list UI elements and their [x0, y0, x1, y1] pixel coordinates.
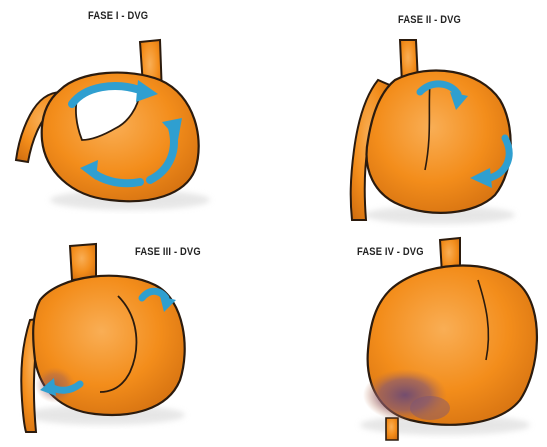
phase-2-stomach-body — [367, 70, 511, 212]
phase-2-stomach — [351, 40, 515, 224]
phase-1-stomach — [16, 40, 210, 210]
phase-4-duodenum — [386, 418, 398, 440]
phase-4-ischemia-core — [410, 396, 450, 420]
phase-3-esophagus — [70, 244, 96, 280]
phase-3-stomach — [21, 244, 185, 432]
phase-4-stomach — [360, 238, 537, 440]
